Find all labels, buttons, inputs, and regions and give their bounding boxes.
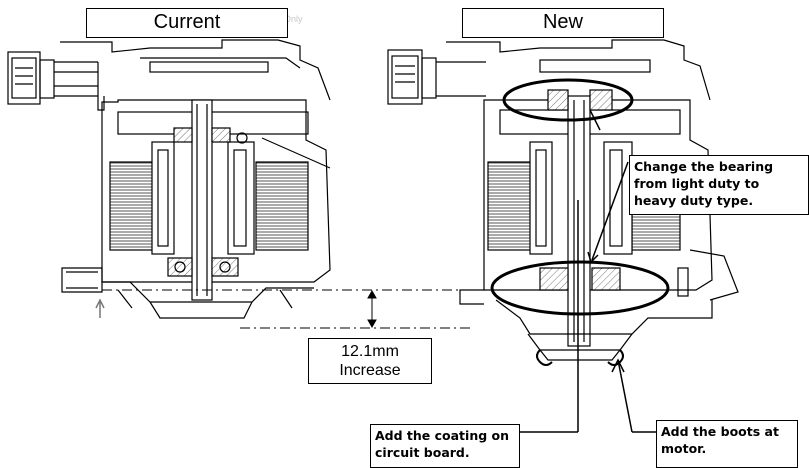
new-connector <box>387 49 486 105</box>
measurement-increase: 12.1mm Increase <box>308 338 432 384</box>
current-arrow-icon <box>95 298 105 318</box>
new-arrows <box>577 109 633 433</box>
callout-coating: Add the coating on circuit board. <box>370 424 520 468</box>
current-winding-left <box>109 161 155 251</box>
callout-bearing: Change the bearing from light duty to he… <box>629 155 809 215</box>
highlight-bottom-bearing <box>490 260 670 316</box>
new-shaft <box>567 95 591 347</box>
header-new: New <box>462 8 664 38</box>
header-current: Current <box>86 8 288 38</box>
callout-boots: Add the boots at motor. <box>656 420 798 468</box>
boots-left <box>536 349 553 366</box>
current-shaft <box>191 99 213 301</box>
dimension-lines <box>102 289 470 329</box>
current-winding-right <box>255 161 309 251</box>
highlight-top-bearing <box>502 78 634 122</box>
boots-right <box>607 349 624 366</box>
current-connector <box>7 51 98 105</box>
current-motor-drawing <box>7 39 331 319</box>
new-winding-left <box>487 161 533 251</box>
